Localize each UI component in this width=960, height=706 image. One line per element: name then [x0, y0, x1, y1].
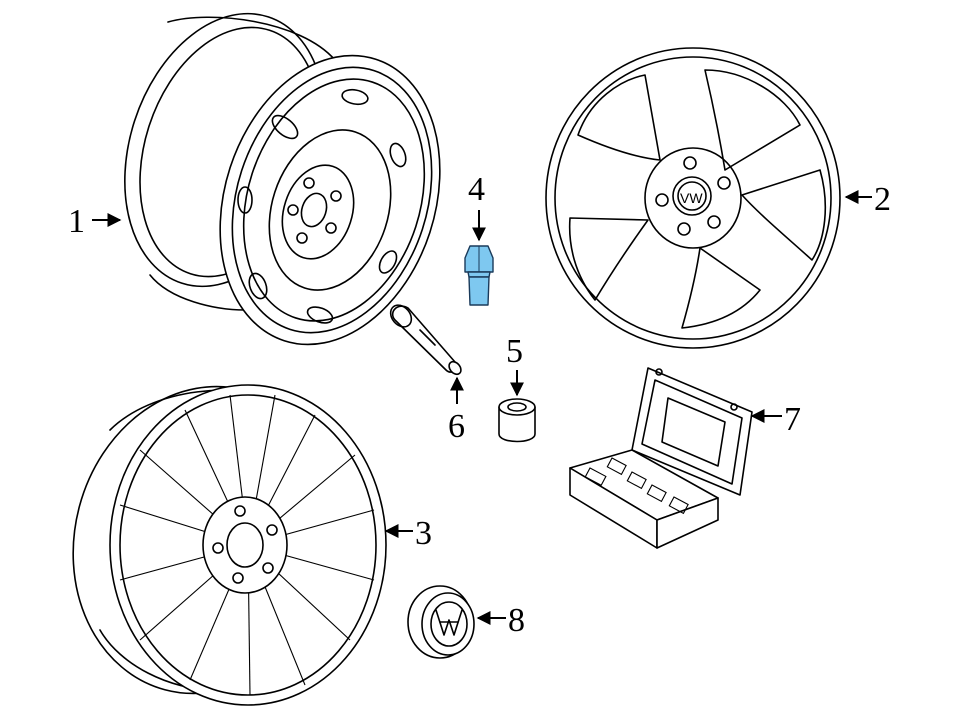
- callout-3: 3: [384, 515, 432, 552]
- vw-emblem-text: VW: [680, 190, 703, 206]
- callout-1-number: 1: [68, 203, 85, 240]
- callout-2: 2: [844, 181, 891, 218]
- spacer-part-5[interactable]: [498, 398, 536, 443]
- lock-kit-case-part-7[interactable]: [569, 367, 753, 549]
- callout-7-number: 7: [784, 401, 801, 438]
- center-cap-part-8[interactable]: [407, 585, 475, 659]
- callout-7: 7: [750, 401, 801, 438]
- callout-3-number: 3: [415, 515, 432, 552]
- callout-6-number: 6: [448, 408, 465, 445]
- valve-stem-part-6[interactable]: [386, 301, 463, 377]
- alloy-wheel-part-3[interactable]: [39, 357, 387, 706]
- callout-1: 1: [68, 203, 122, 240]
- callout-2-number: 2: [874, 181, 891, 218]
- callout-6: 6: [448, 376, 465, 445]
- callout-8-number: 8: [508, 602, 525, 639]
- alloy-wheel-part-2[interactable]: VW: [545, 47, 841, 349]
- steel-wheel-part-1[interactable]: [91, 0, 475, 373]
- callout-4: 4: [468, 171, 486, 242]
- callout-8: 8: [476, 602, 525, 639]
- callout-4-number: 4: [468, 171, 485, 208]
- wheel-bolt-part-4[interactable]: [464, 245, 494, 306]
- callout-5: 5: [506, 333, 524, 397]
- callout-5-number: 5: [506, 333, 523, 370]
